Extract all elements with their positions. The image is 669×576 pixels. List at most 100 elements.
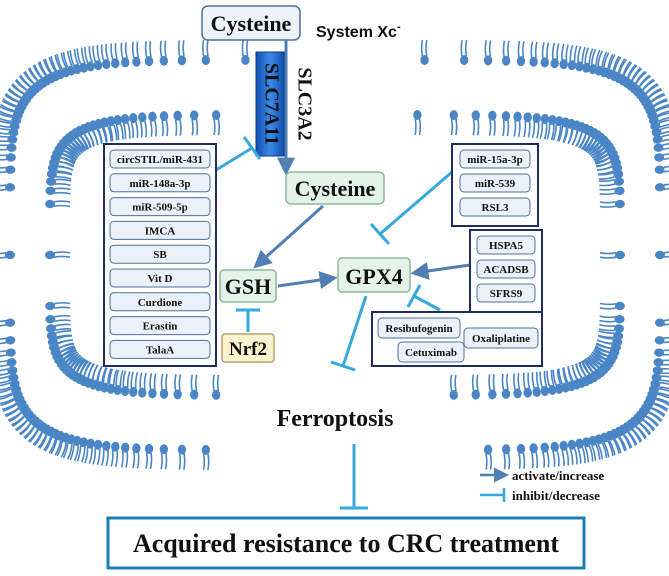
phospholipid [110,43,120,69]
phospholipid [488,110,497,136]
phospholipid [148,111,157,137]
phospholipid [550,441,560,467]
phospholipid [0,127,19,137]
phospholipid [539,370,550,396]
phospholipid [599,199,625,209]
phospholipid [69,435,82,462]
phospholipid [598,170,624,180]
phospholipid [523,112,532,138]
phospholipid [0,250,15,260]
phospholipid [159,40,169,66]
svg-text:Cetuximab: Cetuximab [405,347,457,359]
phospholipid [588,435,601,461]
phospholipid [550,42,560,69]
phospholipid [655,250,669,260]
phospholipid [599,301,625,311]
cell-membrane-outer [0,39,669,471]
right-top-inhibits-gpx4 [369,170,453,246]
svg-text:Oxaliplatine: Oxaliplatine [472,333,530,345]
phospholipid [654,183,669,192]
phospholipid [575,438,586,464]
phospholipid [113,369,124,395]
phospholipid [45,301,71,311]
phospholipid [522,372,532,398]
left-inhibitor-item: miR-148a-3p [109,173,211,193]
slc3a2-label: SLC3A2 [293,67,315,140]
activators-to-gpx4-arrow [410,262,471,280]
right-activator-item: SFRS9 [476,283,536,303]
phospholipid [598,323,624,333]
nrf2-label: Nrf2 [229,339,267,360]
phospholipid [654,336,669,345]
phospholipid [241,39,250,66]
phospholipid [0,135,18,144]
phospholipid [211,110,221,136]
left-inhibitor-item: Curdione [109,292,211,312]
phospholipid [46,330,72,340]
phospholipid [144,40,154,67]
phospholipid [0,143,17,152]
phospholipid [501,373,511,399]
left-inhibitor-item: IMCA [109,220,211,240]
inhibition-lines [215,136,453,510]
phospholipid [650,119,669,131]
phospholipid [483,40,493,66]
svg-text:Resibufogenin: Resibufogenin [385,323,452,335]
svg-text:activate/increase: activate/increase [512,468,604,483]
phospholipid [614,426,631,451]
gpx4-label: GPX4 [345,264,402,289]
drug-inhibitor-group: Resibufogenin Oxaliplatine Cetuximab [371,311,543,367]
phospholipid [540,442,550,468]
gsh-label: GSH [225,274,271,299]
phospholipid [654,165,669,174]
left-inhibitor-item: SB [109,244,211,264]
phospholipid [177,444,187,470]
phospholipid [129,113,139,139]
phospholipid [0,373,19,384]
phospholipid [529,41,538,67]
slc7a11-transporter: SLC7A11 [255,51,285,157]
outcome-box: Acquired resistance to CRC treatment [106,516,586,570]
phospholipid [449,374,459,400]
phospholipid [177,40,187,66]
phospholipid [159,373,169,399]
phospholipid [420,39,429,66]
legend-activate: activate/increase [480,467,604,483]
phospholipid [148,373,157,399]
phospholipid [69,49,82,75]
phospholipid [599,186,625,196]
phospholipid [0,348,16,357]
svg-text:SB: SB [153,249,167,261]
legend-inhibit: inhibit/decrease [480,488,600,503]
phospholipid [138,372,147,398]
drugs-inhibit-gpx4 [406,284,441,312]
phospholipid [559,43,569,70]
legend: activate/increase inhibit/decrease [480,467,604,503]
phospholipid [45,250,71,260]
drug-cetuximab: Cetuximab [397,341,465,363]
phospholipid [76,437,88,463]
phospholipid [190,374,199,400]
phospholipid [0,379,20,391]
phospholipid [513,111,522,137]
right-top-inhibitor-item: RSL3 [459,197,531,217]
phospholipid [531,113,541,139]
phospholipid [45,186,71,195]
phospholipid [46,323,72,333]
phospholipid [582,437,594,463]
phospholipid [567,44,578,71]
svg-text:ACADSB: ACADSB [483,264,529,276]
svg-text:miR-15a-3p: miR-15a-3p [467,154,523,166]
phospholipid [540,42,550,68]
left-inhibitor-item: Vit D [109,268,211,288]
phospholipid [552,368,564,394]
left-inhibitor-item: Erastin [109,316,211,336]
phospholipid [638,84,662,103]
phospholipid [92,439,103,466]
phospholipid [654,318,669,327]
cysteine-outside-label: Cysteine [211,11,292,36]
phospholipid [120,442,130,468]
phospholipid [201,39,211,66]
phospholipid [173,374,182,400]
